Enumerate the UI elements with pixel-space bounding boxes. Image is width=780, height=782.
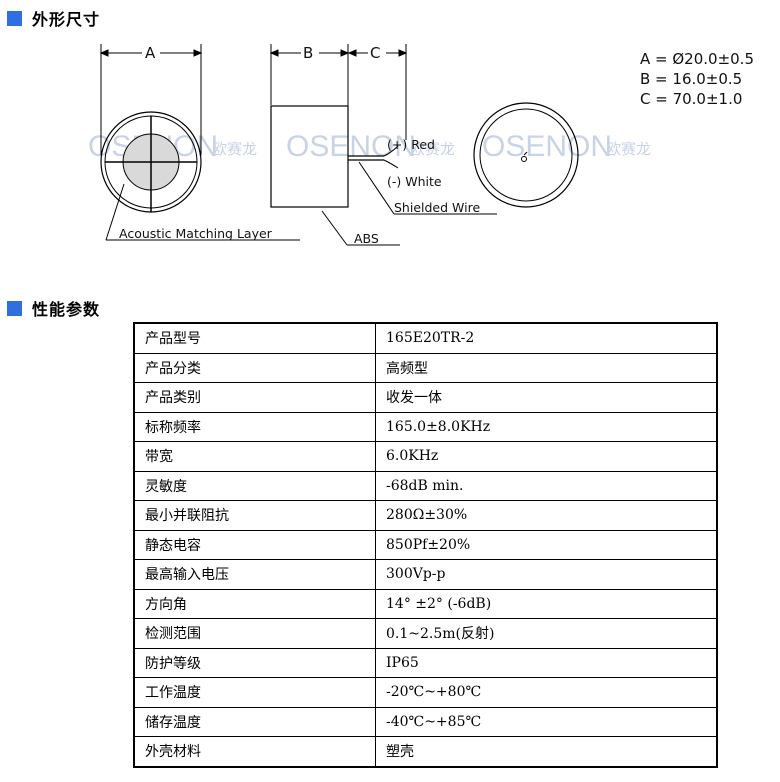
spec-value: 塑壳 (375, 736, 718, 767)
spec-value: -68dB min. (375, 470, 718, 501)
table-row: 灵敏度-68dB min. (133, 470, 718, 501)
spec-label: 方向角 (133, 588, 376, 619)
watermark-text: OSENON (482, 130, 612, 163)
section-bullet-icon (7, 10, 22, 26)
outline-section-header: 外形尺寸 (7, 8, 101, 29)
table-row: 产品分类高频型 (133, 352, 718, 383)
spec-label: 产品分类 (133, 352, 376, 383)
performance-section-title: 性能参数 (32, 300, 101, 319)
table-row: 工作温度-20℃~+80℃ (133, 677, 718, 708)
spec-label: 外壳材料 (133, 736, 376, 767)
dim-b-label: B (303, 44, 313, 62)
outline-drawing: OSENON 欧赛龙 OSENON 欧赛龙 OSENON 欧赛龙 A (88, 44, 754, 246)
watermark-text: OSENON (286, 130, 416, 163)
spec-value: 6.0KHz (375, 441, 718, 472)
spec-label: 静态电容 (133, 529, 376, 560)
outline-section-title: 外形尺寸 (32, 10, 101, 29)
performance-section-header: 性能参数 (7, 298, 101, 319)
spec-label: 储存温度 (133, 706, 376, 737)
spec-label: 防护等级 (133, 647, 376, 678)
dim-a-label: A (145, 44, 156, 62)
abs-label: ABS (354, 231, 379, 246)
section-bullet-icon (7, 300, 22, 316)
back-view (473, 102, 579, 208)
spec-c-text: C = 70.0±1.0 (640, 90, 742, 108)
watermark-text-cn: 欧赛龙 (606, 140, 651, 158)
spec-label: 标称频率 (133, 411, 376, 442)
table-row: 外壳材料塑壳 (133, 736, 718, 767)
spec-b-text: B = 16.0±0.5 (640, 70, 742, 88)
spec-label: 最小并联阻抗 (133, 500, 376, 531)
spec-value: 300Vp-p (375, 559, 718, 590)
spec-value: 收发一体 (375, 382, 718, 413)
spec-value: 280Ω±30% (375, 500, 718, 531)
plus-red-label: (+) Red (387, 137, 435, 152)
shielded-wire-label: Shielded Wire (394, 200, 480, 215)
spec-value: 0.1~2.5m(反射) (375, 618, 718, 649)
spec-label: 最高输入电压 (133, 559, 376, 590)
spec-value: -40℃~+85℃ (375, 706, 718, 737)
spec-value: 850Pf±20% (375, 529, 718, 560)
acoustic-layer-label: Acoustic Matching Layer (119, 226, 273, 241)
spec-value: IP65 (375, 647, 718, 678)
spec-label: 灵敏度 (133, 470, 376, 501)
watermark-text-cn: 欧赛龙 (212, 140, 257, 158)
spec-label: 检测范围 (133, 618, 376, 649)
minus-white-label: (-) White (387, 174, 442, 189)
watermark-text-cn: 欧赛龙 (410, 140, 455, 158)
spec-value: 高频型 (375, 352, 718, 383)
spec-a-text: A = Ø20.0±0.5 (640, 50, 754, 68)
spec-value: 14° ±2° (-6dB) (375, 588, 718, 619)
spec-value: -20℃~+80℃ (375, 677, 718, 708)
table-row: 储存温度-40℃~+85℃ (133, 706, 718, 737)
spec-label: 带宽 (133, 441, 376, 472)
spec-value: 165.0±8.0KHz (375, 411, 718, 442)
spec-label: 产品型号 (133, 322, 376, 354)
spec-value: 165E20TR-2 (375, 322, 718, 354)
spec-label: 产品类别 (133, 382, 376, 413)
dim-c-label: C (370, 44, 380, 62)
spec-label: 工作温度 (133, 677, 376, 708)
table-row: 产品类别收发一体 (133, 382, 718, 413)
